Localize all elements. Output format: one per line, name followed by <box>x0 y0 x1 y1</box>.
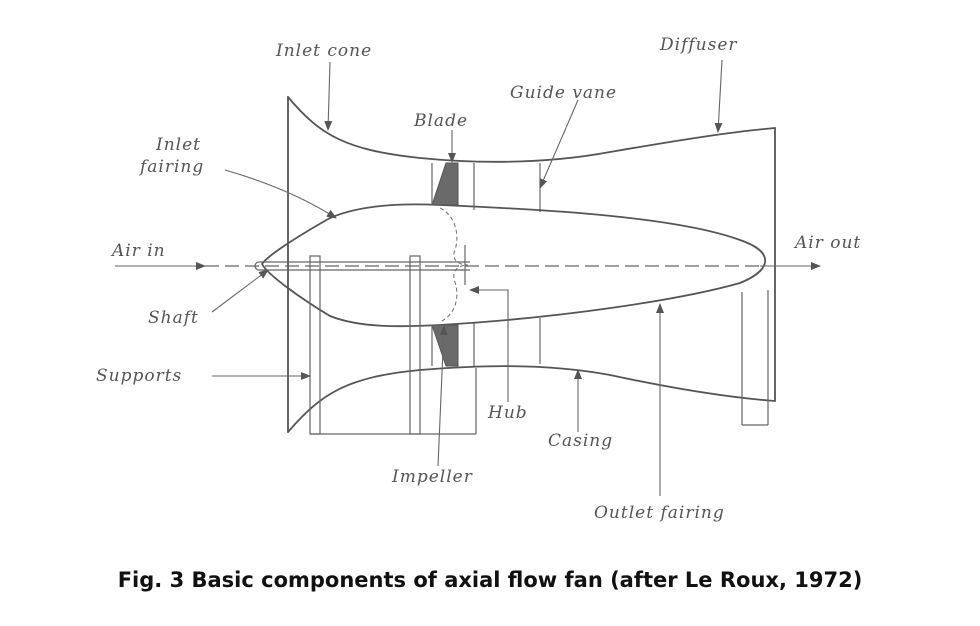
label-air-out: Air out <box>793 233 861 253</box>
leader-inlet-cone <box>324 61 333 131</box>
blade-upper <box>431 162 459 206</box>
label-shaft: Shaft <box>148 308 199 328</box>
figure-caption: Fig. 3 Basic components of axial flow fa… <box>117 568 863 592</box>
impeller-disc-dashed <box>439 207 469 323</box>
label-impeller: Impeller <box>391 467 473 487</box>
label-guide-vane: Guide vane <box>510 83 617 103</box>
leader-hub <box>469 286 509 402</box>
leader-inlet-fairing <box>224 169 337 219</box>
label-diffuser: Diffuser <box>659 35 738 55</box>
fan-diagram: Inlet cone Diffuser Guide vane Blade Inl… <box>96 35 861 523</box>
casing-lower-outline <box>287 365 776 433</box>
leader-guide-vane <box>539 99 579 189</box>
label-outlet-fairing: Outlet fairing <box>594 503 725 523</box>
label-blade: Blade <box>413 111 468 131</box>
label-inlet-fairing-line2: fairing <box>138 157 204 177</box>
label-casing: Casing <box>548 431 613 451</box>
support-right <box>409 255 421 435</box>
label-inlet-fairing-line1: Inlet <box>155 135 201 155</box>
blade-lower <box>431 324 459 367</box>
label-supports: Supports <box>96 366 182 386</box>
label-air-in: Air in <box>110 241 166 261</box>
leader-impeller <box>437 325 448 467</box>
hub-body <box>329 203 767 328</box>
leader-diffuser <box>714 59 723 133</box>
casing-upper-outline <box>287 96 776 163</box>
label-inlet-cone: Inlet cone <box>275 41 372 61</box>
leader-shaft <box>211 269 269 313</box>
label-hub: Hub <box>487 403 528 423</box>
inlet-fairing-nose <box>261 217 331 317</box>
